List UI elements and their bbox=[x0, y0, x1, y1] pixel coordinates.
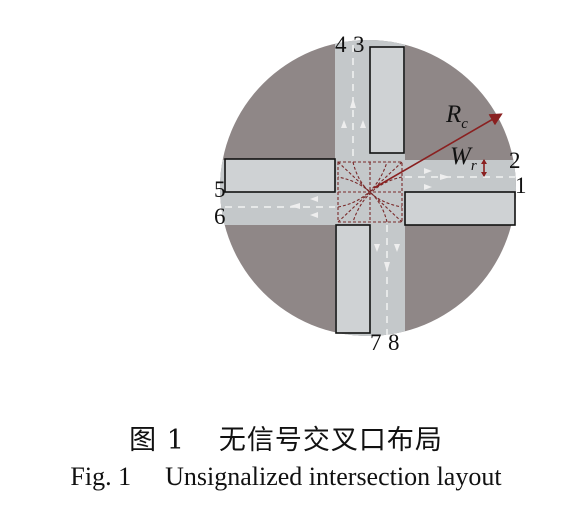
caption-en-number: Fig. 1 bbox=[70, 462, 132, 491]
radius-arrow bbox=[373, 113, 503, 189]
lane-label-2: 2 bbox=[509, 148, 521, 173]
lane-arrows bbox=[290, 98, 450, 272]
south-median bbox=[335, 224, 371, 334]
caption-cn-text: 无信号交叉口布局 bbox=[218, 425, 443, 456]
caption-chinese: 图 1 无信号交叉口布局 bbox=[0, 418, 572, 457]
lane-label-4: 4 bbox=[335, 32, 347, 57]
caption-english: Fig. 1 Unsignalized intersection layout bbox=[0, 462, 572, 492]
caption-en-text: Unsignalized intersection layout bbox=[165, 462, 502, 491]
conflict-paths bbox=[337, 161, 403, 223]
lane-label-3: 3 bbox=[353, 32, 365, 57]
radius-label: Rc bbox=[445, 101, 468, 132]
median-islands bbox=[224, 46, 516, 334]
lane-label-7: 7 bbox=[370, 330, 382, 355]
lane-label-1: 1 bbox=[515, 173, 527, 198]
lane-label-6: 6 bbox=[214, 204, 226, 229]
lane-labels: 4 3 2 1 5 6 7 8 bbox=[214, 32, 527, 355]
caption-cn-number: 图 1 bbox=[129, 425, 185, 456]
width-marker bbox=[481, 159, 487, 177]
west-median bbox=[224, 158, 336, 193]
lane-label-5: 5 bbox=[214, 177, 226, 202]
width-label: Wr bbox=[450, 143, 477, 174]
north-median bbox=[369, 46, 405, 154]
intersection-diagram: 4 3 2 1 5 6 7 8 Rc Wr bbox=[214, 32, 527, 355]
east-median bbox=[404, 191, 516, 226]
lane-label-8: 8 bbox=[388, 330, 400, 355]
